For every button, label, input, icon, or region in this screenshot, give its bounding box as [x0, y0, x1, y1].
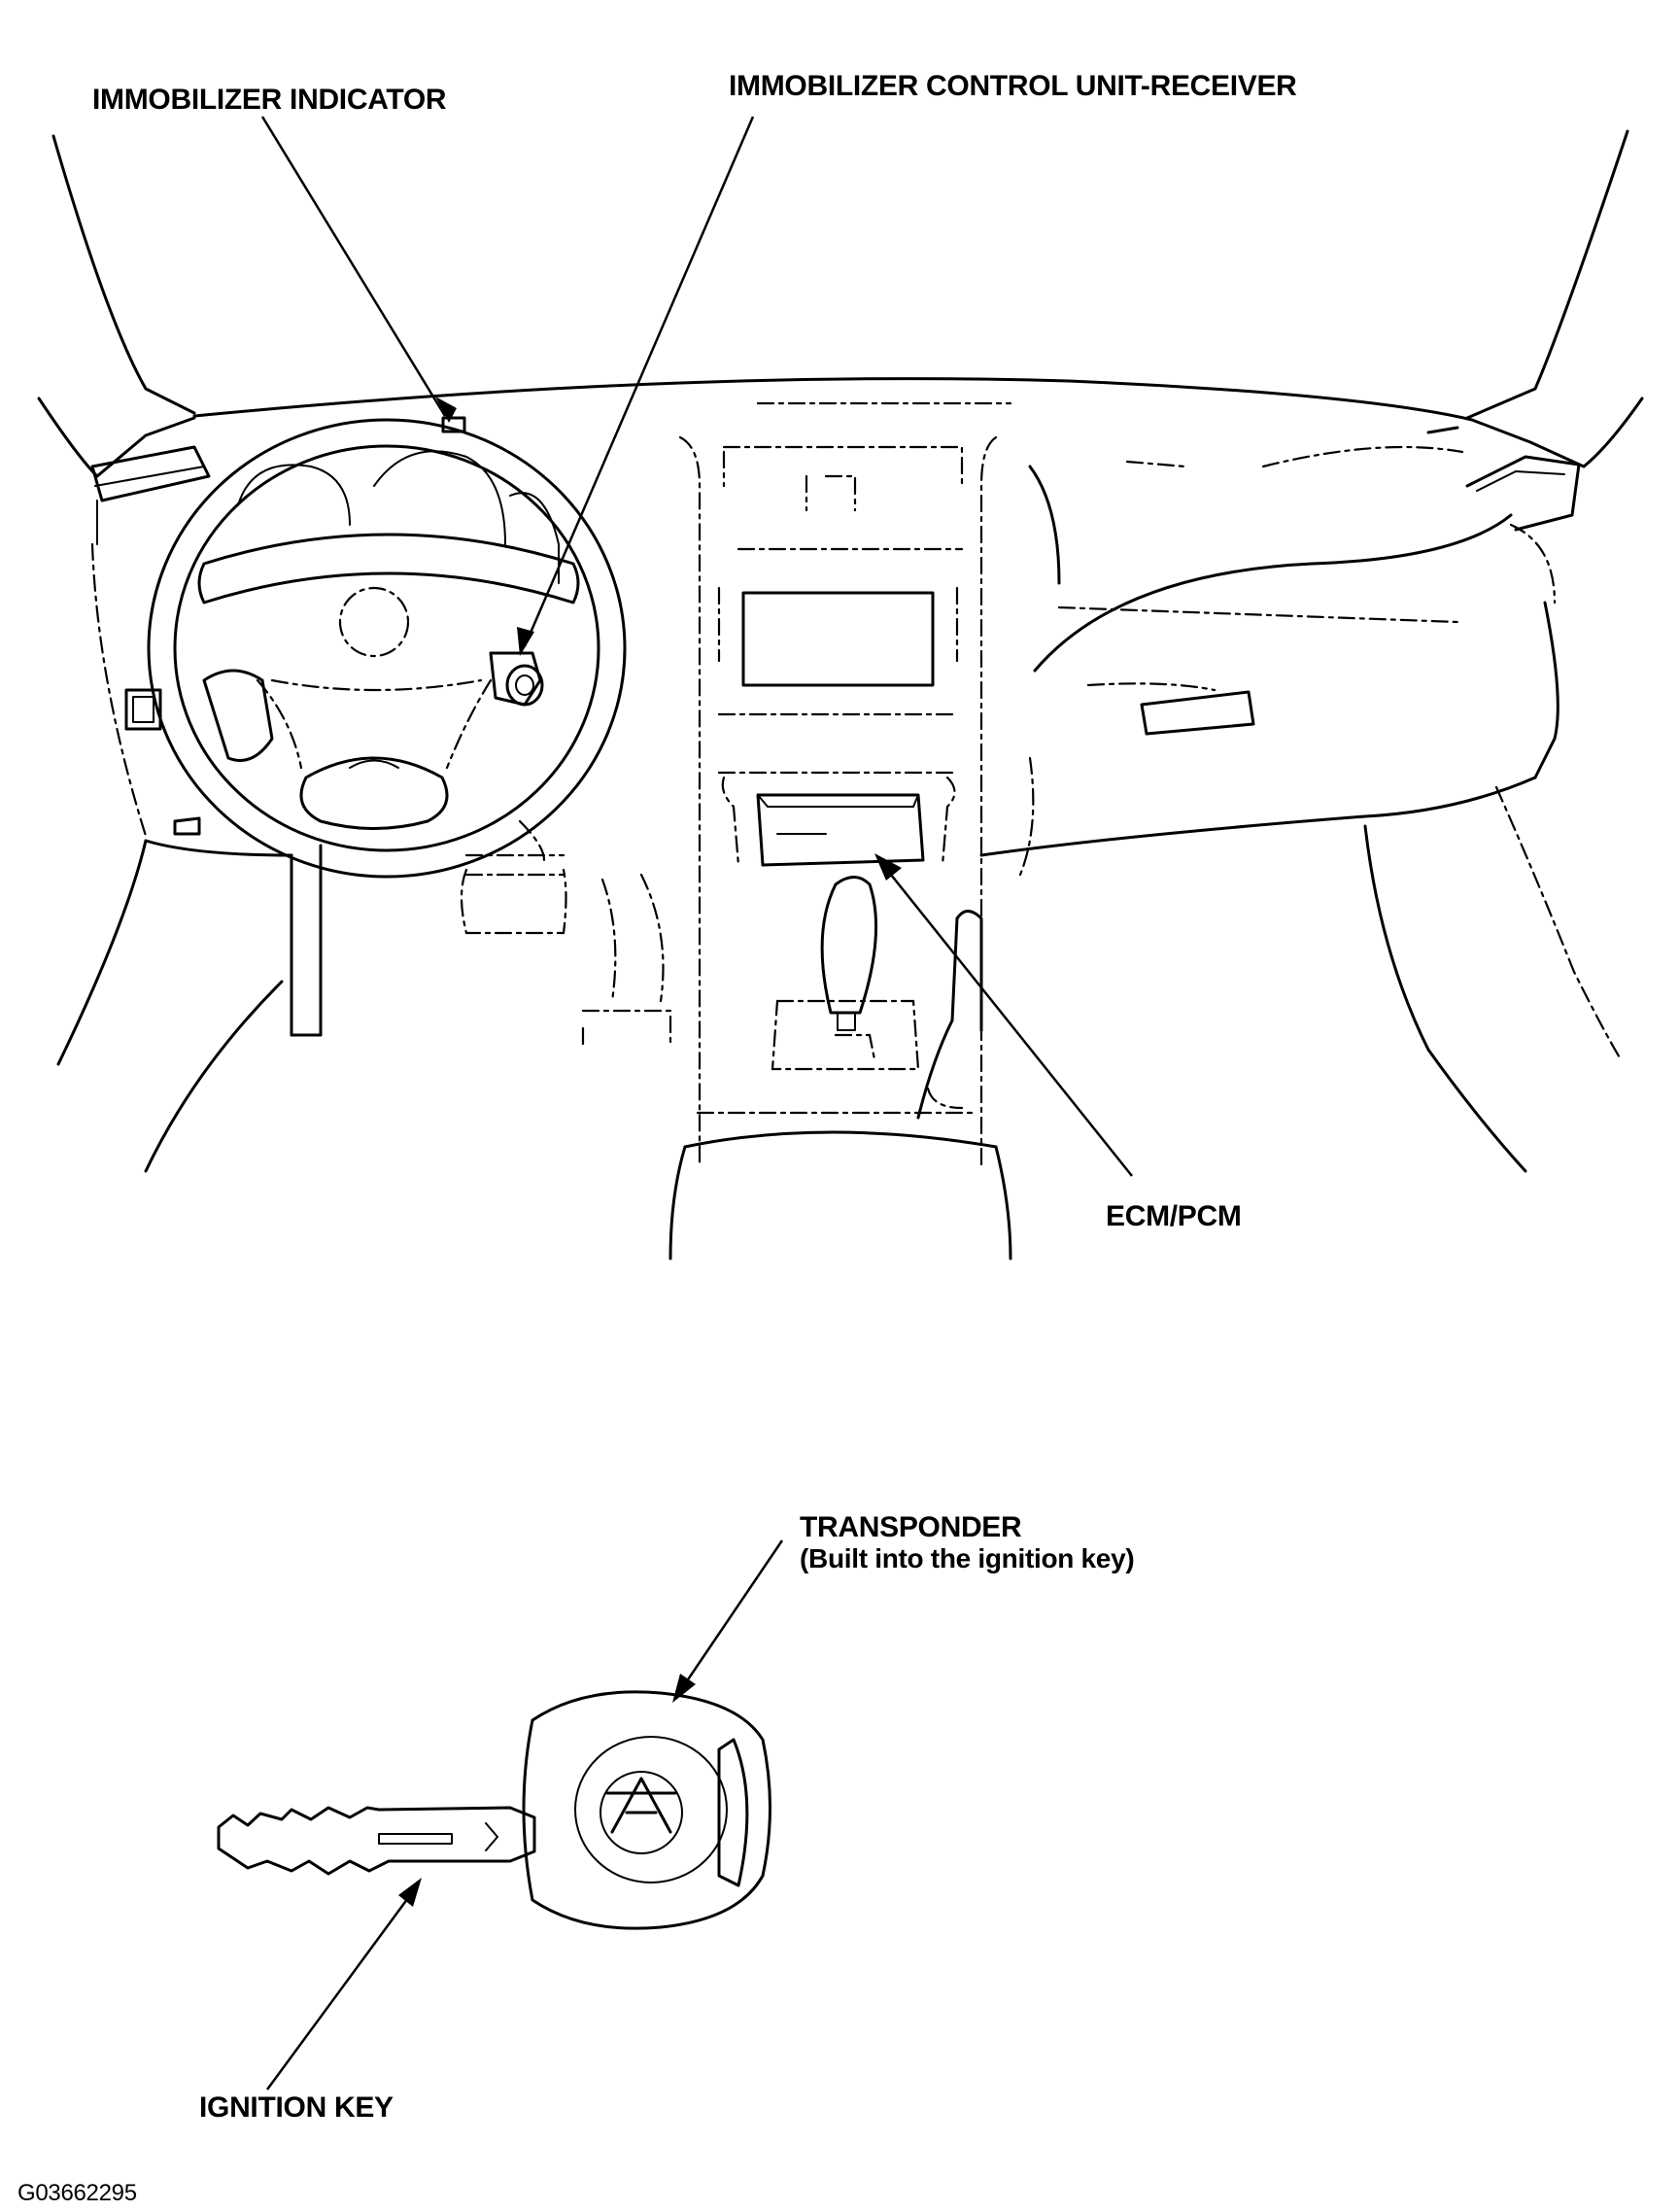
receiver-arrowhead [517, 627, 534, 656]
immobilizer-control-unit-label: IMMOBILIZER CONTROL UNIT-RECEIVER [729, 70, 1297, 102]
a-pillars [37, 129, 1644, 478]
ecm-arrowhead [874, 853, 902, 881]
receiver-leader [523, 116, 755, 647]
transponder-label: TRANSPONDER [800, 1511, 1022, 1543]
indicator-leader [260, 116, 447, 417]
left-dash-side [56, 445, 323, 1173]
ignition-key-label: IGNITION KEY [199, 2091, 394, 2124]
immobilizer-indicator-label: IMMOBILIZER INDICATOR [92, 84, 447, 116]
leader-lines [260, 116, 1133, 2091]
ecm-pcm-label: ECM/PCM [1106, 1200, 1242, 1232]
figure-id-label: G03662295 [17, 2180, 137, 2206]
ecm-leader [878, 859, 1133, 1177]
ignition-key-leader [265, 1886, 418, 2091]
column-and-pedals [460, 819, 672, 1052]
center-console [668, 435, 1012, 1261]
steering-wheel [147, 416, 627, 879]
ignition-key [217, 1690, 771, 1930]
transponder-leader [678, 1539, 784, 1692]
transponder-note-label: (Built into the ignition key) [800, 1543, 1135, 1573]
ignition-key-arrowhead [398, 1878, 422, 1907]
indicator-arrowhead [435, 397, 457, 423]
right-dash-side [979, 445, 1623, 1173]
